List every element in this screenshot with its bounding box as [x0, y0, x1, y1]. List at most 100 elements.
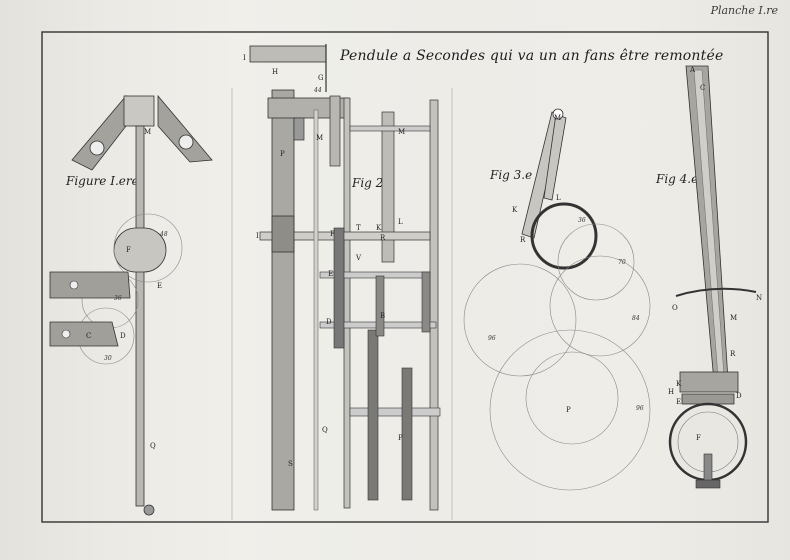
arbor: [349, 125, 431, 132]
number-label: 96: [488, 335, 496, 342]
pallet-arm-lower: [49, 321, 119, 347]
letter-label: K: [376, 224, 382, 232]
letter-label: R: [730, 350, 736, 358]
letter-label: H: [272, 68, 278, 76]
letter-label: M: [144, 128, 151, 136]
letter-label: D: [326, 318, 332, 326]
rod-bulge: [113, 227, 167, 273]
letter-label: N: [756, 294, 762, 302]
letter-label: R: [380, 234, 386, 242]
regulator-block: [679, 371, 739, 393]
letter-label: O: [672, 304, 678, 312]
letter-label: M: [730, 314, 737, 322]
letter-label: P: [398, 434, 403, 442]
letter-label: E: [676, 398, 681, 406]
pendulum-rod: [135, 125, 145, 507]
letter-label: Q: [322, 426, 328, 434]
figure-3-drawing: M L K R P 36 70 96 84 96: [463, 108, 651, 491]
gear-teeth: [333, 227, 345, 349]
letter-label: D: [736, 392, 742, 400]
letter-label: F: [330, 230, 335, 238]
number-label: 44: [313, 87, 322, 94]
letter-label: G: [318, 74, 324, 82]
letter-label: I: [243, 54, 246, 62]
letter-label: T: [356, 224, 361, 232]
top-cylinder: [249, 45, 327, 63]
great-wheel: [367, 329, 379, 501]
letter-label: M: [316, 134, 323, 142]
letter-label: P: [280, 150, 285, 158]
rod-end: [143, 504, 155, 516]
wheel-outline: [113, 213, 183, 283]
letter-label: K: [676, 380, 682, 388]
plate-title: Pendule a Secondes qui va un an fans êtr…: [340, 48, 724, 64]
top-post: [329, 95, 341, 167]
arbor-boss: [271, 215, 295, 253]
bracket-screw: [178, 134, 194, 150]
figure-4-label: Fig 4.e: [656, 172, 699, 186]
vertical-arbor: [381, 111, 395, 263]
letter-label: A: [689, 66, 696, 74]
letter-label: F: [126, 246, 131, 254]
letter-label: E: [328, 270, 333, 278]
letter-label: M: [554, 114, 561, 122]
number-label: 96: [636, 405, 644, 412]
arc-scale: [675, 287, 757, 297]
letter-label: F: [696, 434, 701, 442]
wheel-outline: [549, 255, 651, 357]
pivot: [552, 108, 564, 120]
wheel-outline: [463, 263, 577, 377]
pillar: [429, 99, 439, 511]
wheel-outline: [525, 351, 619, 445]
ring-wheel: [530, 202, 598, 270]
letter-label: M: [398, 128, 405, 136]
movement-plate: [271, 89, 295, 511]
barrel-wheel: [401, 367, 413, 501]
letter-label: R: [520, 236, 526, 244]
letter-label: P: [566, 406, 571, 414]
arm-screw: [61, 329, 71, 339]
number-label: 48: [159, 231, 168, 238]
letter-label: L: [556, 194, 561, 202]
suspension-block: [123, 95, 155, 127]
wheel-outline: [557, 223, 635, 301]
pendulum-rod-side: [313, 109, 319, 511]
main-arbor: [259, 231, 431, 241]
letter-label: K: [512, 206, 518, 214]
plate-border: [41, 31, 769, 523]
figure-2-drawing: I H G 44 M M P T K L R I F V E D B Q P S: [243, 44, 441, 511]
letter-label: B: [380, 312, 385, 320]
top-bracket: [293, 117, 305, 141]
rating-nut: [695, 479, 721, 489]
letter-label: D: [120, 332, 126, 340]
pinion: [375, 275, 385, 337]
letter-label: C: [86, 332, 91, 340]
letter-label: E: [157, 282, 162, 290]
letter-label: I: [256, 232, 259, 240]
pallet-arm-upper: [49, 271, 131, 299]
number-label: 84: [632, 315, 640, 322]
suspension-bracket-left: [71, 94, 127, 171]
letter-label: Q: [150, 442, 156, 450]
letter-label: L: [398, 218, 403, 226]
pinion: [421, 271, 431, 333]
arbor: [349, 407, 441, 417]
suspension-bracket-right: [157, 94, 213, 163]
regulator-plate: [681, 393, 735, 405]
bracket-screw: [89, 140, 105, 156]
number-label: 70: [618, 259, 626, 266]
letter-label: V: [355, 254, 362, 262]
number-label: 36: [578, 217, 586, 224]
figure-1-drawing: M F E C D Q 48 36 30: [49, 94, 213, 516]
letter-label: H: [668, 388, 674, 396]
pillar: [343, 97, 351, 509]
figure-4-drawing: A C O N M R K H E D F: [668, 65, 762, 489]
arm-screw: [69, 280, 79, 290]
figure-3-label: Fig 3.e: [490, 168, 533, 182]
figure-1-label: Figure I.ere: [66, 174, 139, 188]
number-label: 36: [114, 295, 122, 302]
letter-label: C: [700, 84, 705, 92]
number-label: 30: [104, 355, 112, 362]
